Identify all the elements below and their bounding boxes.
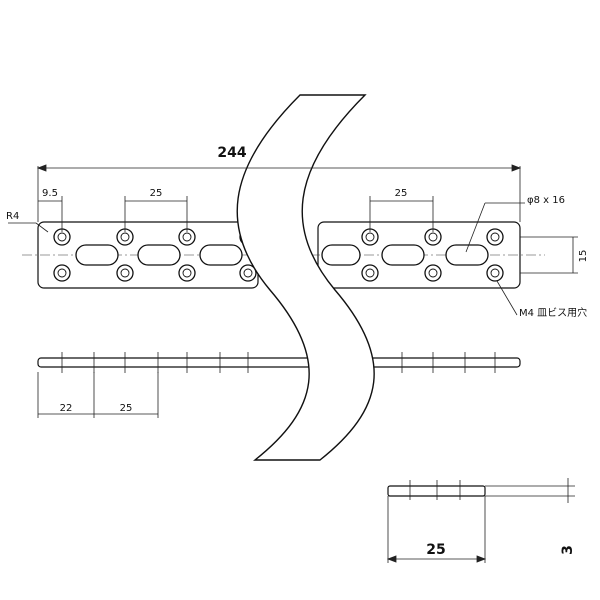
pitch-left-label: 25 bbox=[150, 188, 163, 199]
edge-offset-label: 9.5 bbox=[42, 188, 58, 199]
side-first-label: 22 bbox=[60, 403, 73, 414]
screw-note-label: M4 皿ビス用穴 bbox=[519, 306, 587, 319]
thickness-label: 3 bbox=[560, 545, 576, 555]
side-pitch-label: 25 bbox=[120, 403, 133, 414]
break-mask bbox=[236, 94, 375, 461]
end-width-label: 25 bbox=[426, 542, 445, 558]
width-label: 15 bbox=[578, 250, 589, 263]
slot-size-label: φ8 x 16 bbox=[527, 195, 565, 206]
side-view bbox=[37, 352, 521, 373]
top-view bbox=[22, 221, 545, 289]
dimension-lines bbox=[8, 164, 578, 418]
corner-radius-label: R4 bbox=[6, 211, 19, 222]
end-view bbox=[386, 478, 575, 563]
left-holes bbox=[53, 228, 257, 282]
overall-length-label: 244 bbox=[217, 145, 246, 161]
right-holes bbox=[321, 228, 504, 282]
pitch-right-label: 25 bbox=[395, 188, 408, 199]
